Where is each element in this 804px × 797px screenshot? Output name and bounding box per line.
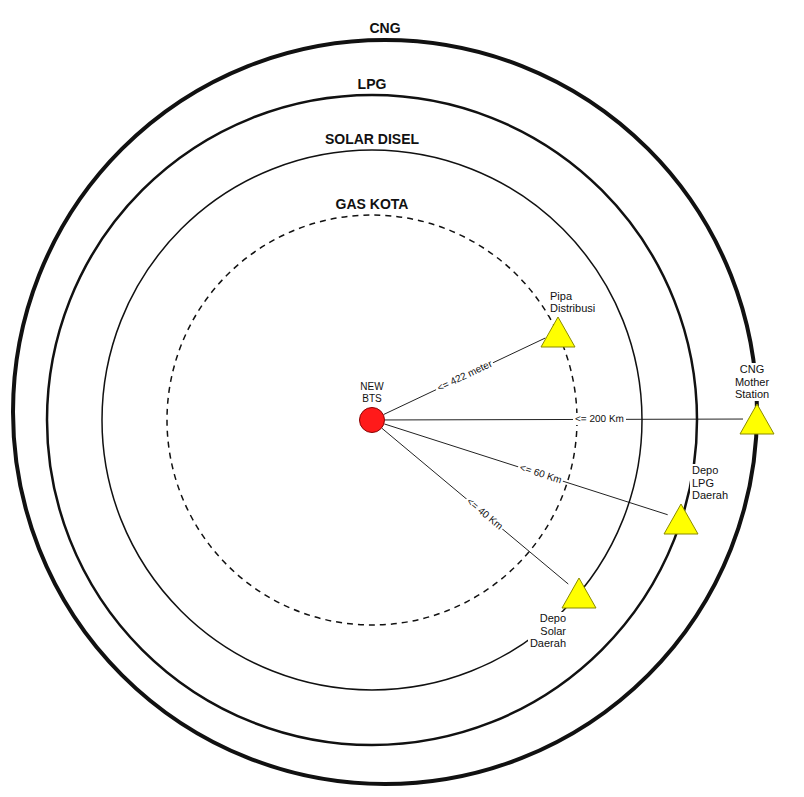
distance-label: <= 40 Km [463, 494, 507, 534]
distance-label: <= 200 Km [573, 413, 626, 425]
ring-label: SOLAR DISEL [325, 131, 419, 147]
distance-line [382, 428, 568, 584]
ring-label: LPG [358, 76, 387, 92]
solar-ring: NEW BTSGAS KOTAPipa DistribusiSOLAR DISE… [102, 150, 642, 690]
supply-point-shape [663, 503, 699, 535]
triangle-marker [541, 317, 575, 347]
supply-point-shape [540, 316, 576, 348]
triangle-marker [562, 578, 596, 608]
supply-point-shape [561, 577, 597, 609]
distance-label: <= 422 meter [434, 357, 497, 395]
cng-ring-shape [13, 40, 757, 784]
triangle-marker [664, 504, 698, 534]
point-label: CNG Mother Station [733, 363, 771, 401]
ring-label: GAS KOTA [336, 196, 409, 212]
bts-label: NEW BTS [360, 381, 383, 404]
supply-point: Depo Solar Daerah [561, 577, 597, 609]
supply-point: Pipa Distribusi [540, 316, 576, 348]
ring-outline [167, 215, 577, 625]
bts-marker [360, 408, 385, 433]
ring-outline [13, 40, 757, 784]
ring-label: CNG [369, 20, 400, 36]
cng-ring: NEW BTSGAS KOTAPipa DistribusiSOLAR DISE… [13, 40, 757, 784]
point-label: Depo Solar Daerah [528, 612, 568, 650]
supply-point-shape [739, 403, 775, 435]
ring-outline [102, 150, 642, 690]
point-label: Pipa Distribusi [548, 290, 597, 315]
distance-line [385, 419, 743, 421]
ring-outline [47, 95, 697, 745]
gas-ring: NEW BTSGAS KOTA [167, 215, 577, 625]
bts-dot: NEW BTS [359, 407, 385, 433]
distance-line [384, 424, 667, 515]
point-label: Depo LPG Daerah [690, 464, 730, 502]
supply-point: Depo LPG Daerah [663, 503, 699, 535]
distance-line [384, 338, 546, 414]
distance-label: <= 60 Km [516, 461, 565, 487]
supply-point: CNG Mother Station [739, 403, 775, 435]
bts-dot-shape [359, 407, 385, 433]
triangle-marker [740, 404, 774, 434]
